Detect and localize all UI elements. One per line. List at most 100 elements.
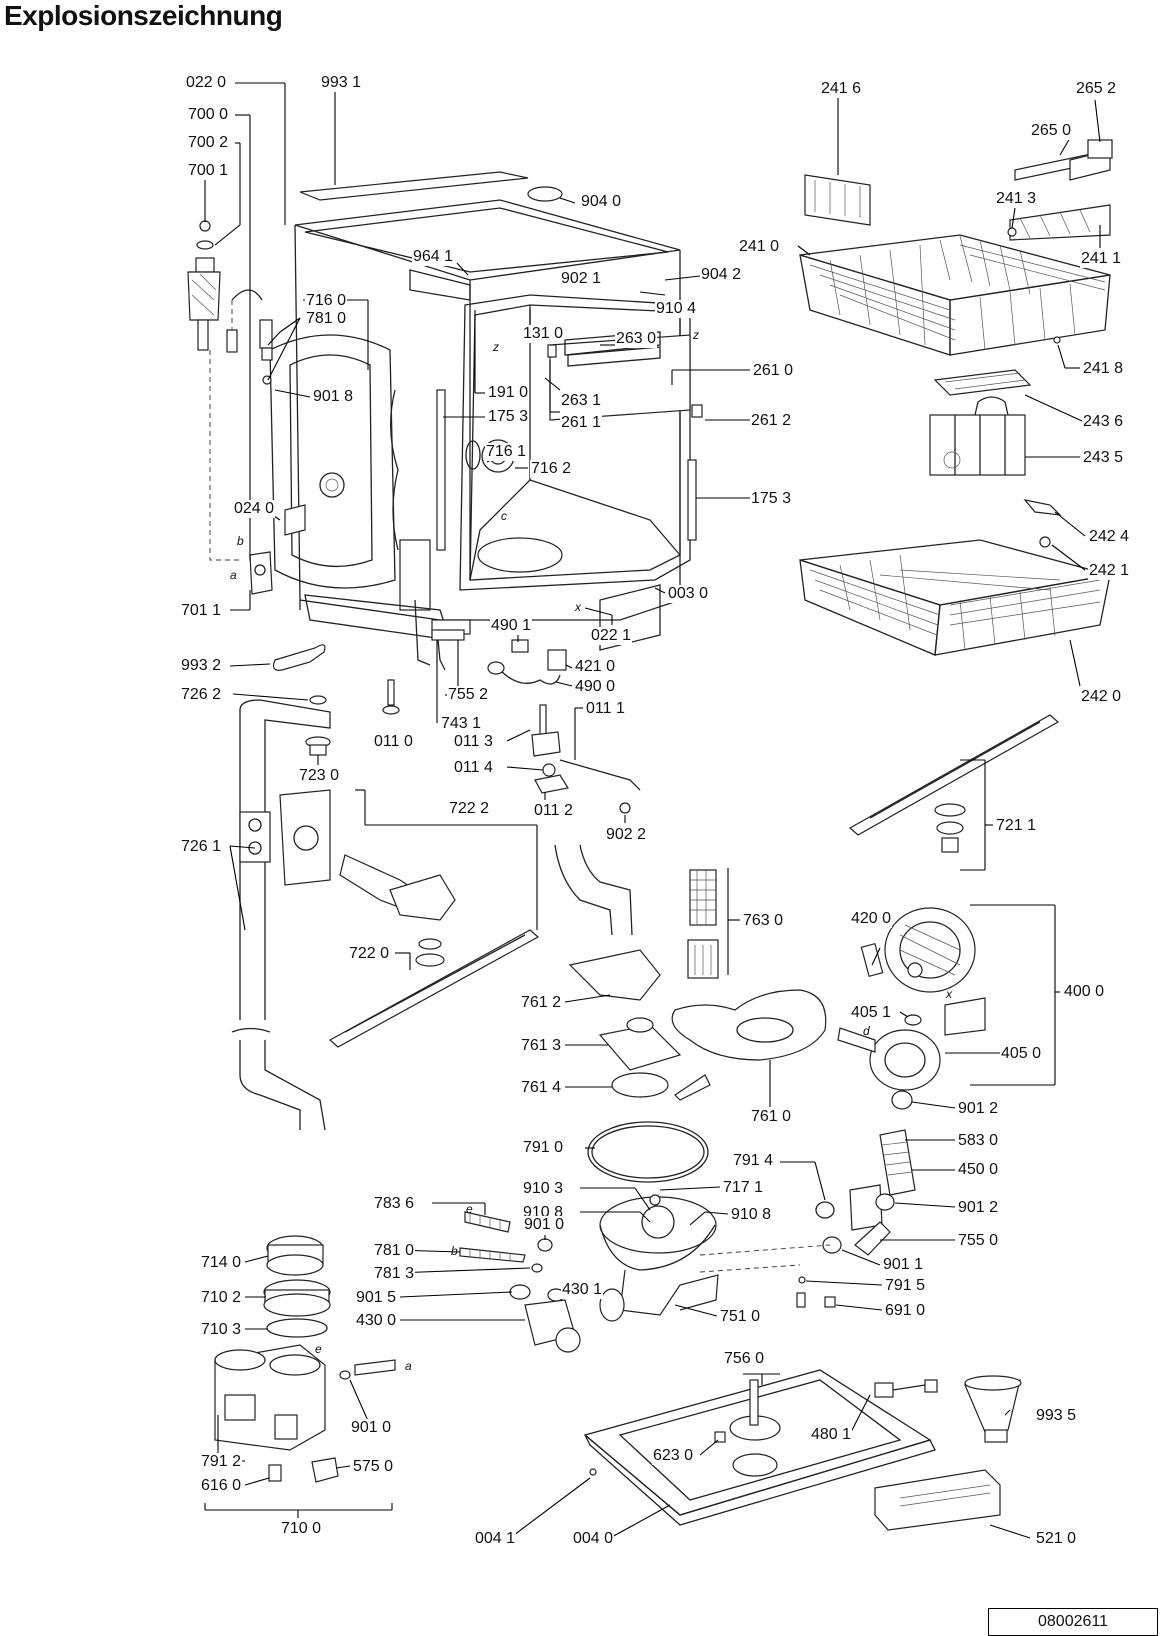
part-label: 175 3 <box>750 490 793 508</box>
part-label: 716 0 <box>305 292 348 310</box>
part-label: 191 0 <box>487 384 530 402</box>
letter-mark: x <box>946 987 952 1001</box>
part-label: 263 1 <box>560 392 603 410</box>
part-label: 011 1 <box>585 700 626 718</box>
part-label: 004 1 <box>474 1530 517 1548</box>
part-label: 901 1 <box>882 1256 925 1274</box>
part-label: 783 6 <box>373 1195 416 1213</box>
part-label: 011 0 <box>373 733 414 751</box>
part-label: 791 5 <box>884 1277 927 1295</box>
part-label: 726 2 <box>180 686 223 704</box>
part-label: 791 4 <box>732 1152 775 1170</box>
part-label: 964 1 <box>412 248 455 266</box>
letter-mark: e <box>466 1202 473 1216</box>
part-label: 700 1 <box>187 162 230 180</box>
part-label: 616 0 <box>200 1477 243 1495</box>
part-label: 243 6 <box>1082 413 1125 431</box>
letter-mark: a <box>230 568 237 582</box>
letter-mark: b <box>451 1244 458 1258</box>
part-label: 791 2 <box>200 1453 243 1471</box>
lower-spray-arm-drawing <box>328 854 540 1048</box>
part-label: 763 0 <box>742 912 785 930</box>
letter-mark: e <box>315 1342 322 1356</box>
part-label: 751 0 <box>719 1308 762 1326</box>
part-label: 901 0 <box>523 1216 566 1234</box>
filter-assembly-drawing <box>554 844 827 1101</box>
upper-basket-drawing <box>799 139 1113 548</box>
part-label: 691 0 <box>884 1302 927 1320</box>
part-label: 904 2 <box>700 266 743 284</box>
part-label: 781 0 <box>373 1242 416 1260</box>
part-label: 003 0 <box>667 585 710 603</box>
part-label: 700 0 <box>187 106 230 124</box>
part-label: 265 0 <box>1030 122 1073 140</box>
valve-parts-drawing <box>187 220 326 671</box>
part-label: 756 0 <box>723 1350 766 1368</box>
part-label: 583 0 <box>957 1132 1000 1150</box>
part-label: 910 8 <box>730 1206 773 1224</box>
part-label: 761 4 <box>520 1079 563 1097</box>
part-label: 175 3 <box>487 408 530 426</box>
leader-lines <box>204 82 1101 1539</box>
part-label: 993 5 <box>1035 1407 1078 1425</box>
part-label: 901 0 <box>350 1419 393 1437</box>
page-title: Explosionszeichnung <box>4 0 283 31</box>
part-label: 901 5 <box>355 1289 398 1307</box>
part-label: 716 1 <box>485 443 528 461</box>
base-plate-drawing <box>583 1369 1022 1531</box>
part-label: 265 2 <box>1075 80 1118 98</box>
part-label: 901 2 <box>957 1100 1000 1118</box>
part-label: 910 3 <box>522 1180 565 1198</box>
part-label: 901 8 <box>312 388 355 406</box>
part-label: 700 2 <box>187 134 230 152</box>
part-label: 242 4 <box>1088 528 1131 546</box>
part-label: 521 0 <box>1035 1530 1078 1548</box>
part-label: 710 0 <box>280 1520 323 1538</box>
part-label: 717 1 <box>722 1179 765 1197</box>
part-label: 761 0 <box>750 1108 793 1126</box>
part-label: 405 0 <box>1000 1045 1043 1063</box>
sump-drawing <box>459 1090 916 1353</box>
part-label: 261 0 <box>752 362 795 380</box>
part-label: 575 0 <box>352 1458 395 1476</box>
part-label: 241 8 <box>1082 360 1125 378</box>
part-label: 405 1 <box>850 1004 893 1022</box>
part-label: 480 1 <box>810 1426 853 1444</box>
letter-mark: d <box>863 1024 870 1038</box>
letter-mark: z <box>693 328 699 342</box>
part-label: 781 0 <box>305 310 348 328</box>
part-label: 241 1 <box>1080 250 1123 268</box>
document-number: 08002611 <box>988 1608 1158 1636</box>
part-label: 993 2 <box>180 657 223 675</box>
dispenser-drawing <box>214 1235 396 1483</box>
letter-mark: x <box>575 600 581 614</box>
letter-mark: b <box>237 534 244 548</box>
tub-frame-drawing <box>269 171 703 666</box>
part-label: 430 1 <box>561 1281 604 1299</box>
part-label: 722 2 <box>448 800 491 818</box>
part-label: 701 1 <box>180 602 223 620</box>
part-label: 904 0 <box>580 193 623 211</box>
part-label: 241 0 <box>738 238 781 256</box>
part-label: 011 4 <box>453 759 494 777</box>
part-label: 131 0 <box>522 325 565 343</box>
part-label: 902 1 <box>560 270 603 288</box>
part-label: 421 0 <box>574 658 617 676</box>
part-label: 261 2 <box>750 412 793 430</box>
part-label: 263 0 <box>615 330 658 348</box>
part-label: 022 0 <box>185 74 228 92</box>
letter-mark: z <box>493 340 499 354</box>
part-label: 011 3 <box>453 733 494 751</box>
misc-parts-drawing <box>382 629 641 814</box>
part-label: 902 2 <box>605 826 648 844</box>
part-label: 755 2 <box>447 686 490 704</box>
upper-spray-arm-drawing <box>848 714 1060 853</box>
part-label: 241 6 <box>820 80 863 98</box>
supply-pipe-drawing <box>231 695 331 1131</box>
part-label: 243 5 <box>1082 449 1125 467</box>
part-label: 791 0 <box>522 1139 565 1157</box>
part-label: 710 2 <box>200 1289 243 1307</box>
part-label: 743 1 <box>440 715 483 733</box>
part-label: 714 0 <box>200 1254 243 1272</box>
